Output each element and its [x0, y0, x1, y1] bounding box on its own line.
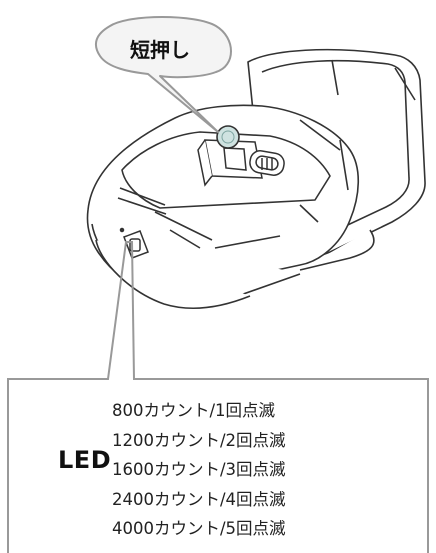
led-blink-item: 2400カウント/4回点滅 — [112, 489, 286, 509]
led-blink-item: 4000カウント/5回点滅 — [112, 519, 286, 538]
mouse-body — [86, 104, 360, 309]
led-callout-frame — [7, 241, 429, 553]
short-press-button — [216, 125, 240, 149]
led-blink-item: 1600カウント/3回点滅 — [112, 460, 286, 479]
led-blink-list: 800カウント/1回点滅 1200カウント/2回点滅 1600カウント/3回点滅… — [112, 396, 286, 544]
slide-switch — [249, 150, 285, 176]
led-blink-item: 1200カウント/2回点滅 — [112, 430, 286, 450]
sensor-panel — [197, 139, 263, 187]
led-label: LED — [58, 446, 112, 474]
callout-bubble — [94, 16, 232, 133]
short-press-label: 短押し — [130, 37, 190, 62]
led-blink-item: 800カウント/1回点滅 — [112, 401, 276, 420]
